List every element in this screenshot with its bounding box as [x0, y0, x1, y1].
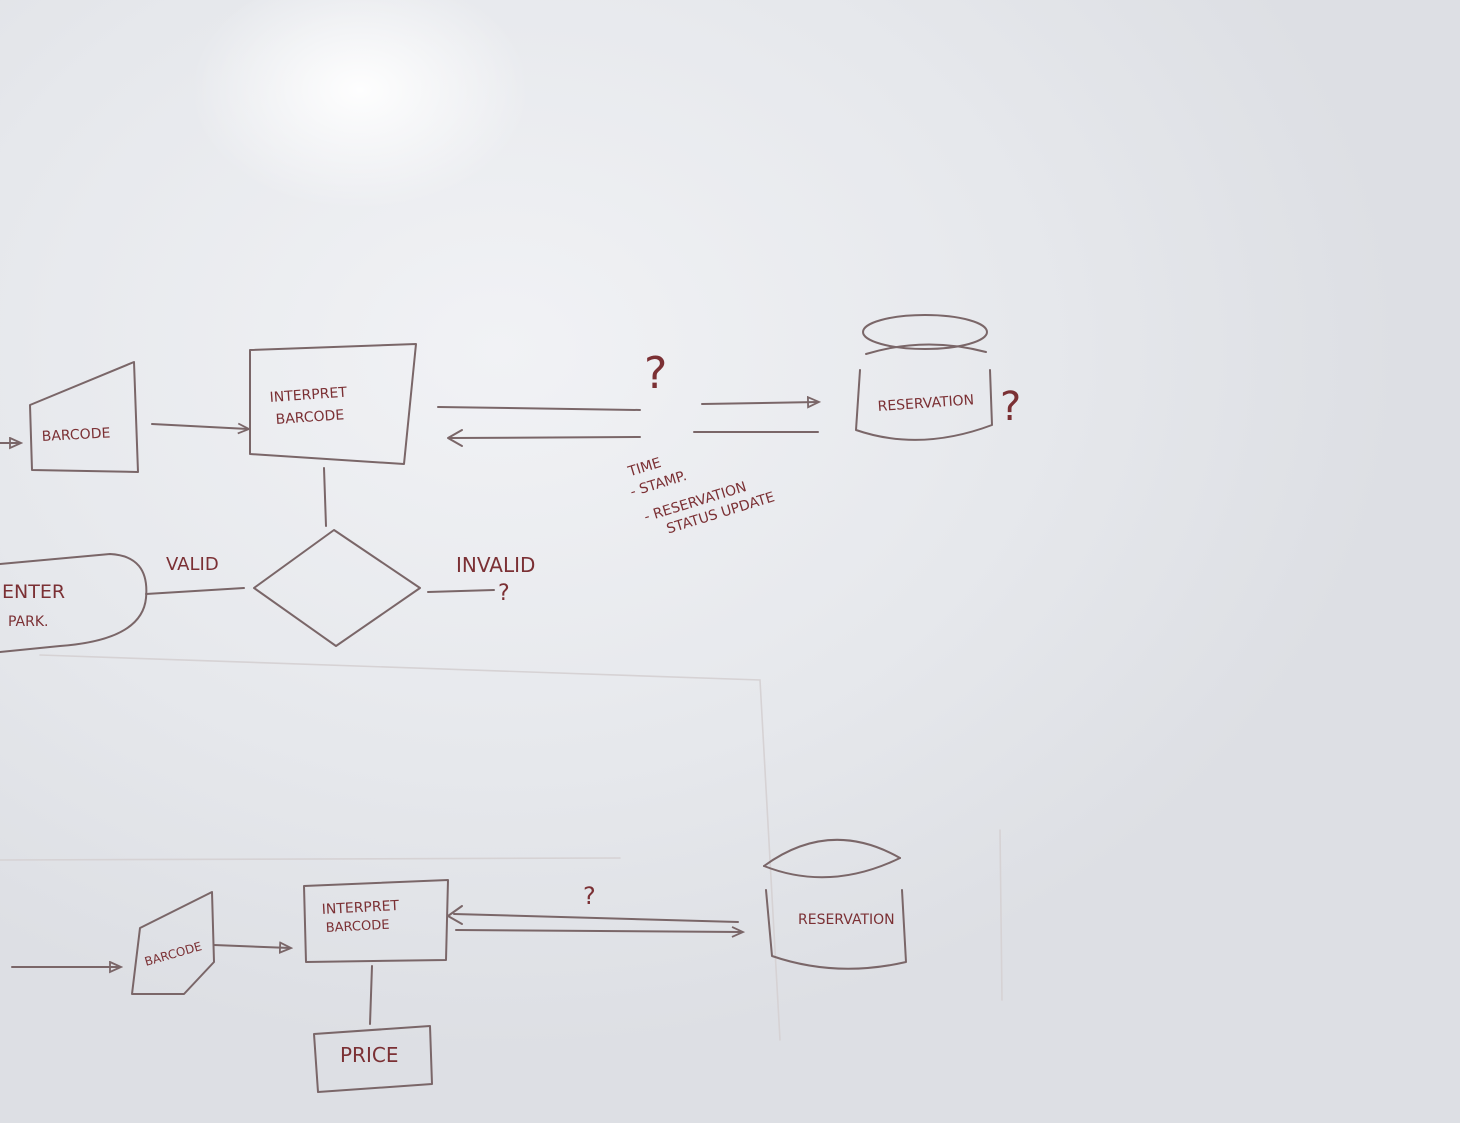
arrow-barcode-to-interpret-bottom [213, 945, 290, 948]
erased-marks [0, 654, 1003, 1041]
decision-diamond [253, 529, 421, 647]
enter-label-line1: ENTER [2, 581, 65, 603]
reservation-database-bottom [763, 838, 907, 970]
reservation-database [855, 314, 993, 441]
invalid-line [427, 589, 495, 593]
barcode-label-bottom: BARCODE [143, 939, 203, 969]
arrow-barcode-to-interpret [151, 424, 248, 429]
barcode-label: BARCODE [41, 425, 110, 445]
interpret-label-line1: INTERPRET [269, 385, 348, 406]
reservation-label-bottom: RESERVATION [798, 912, 895, 928]
barcode-shape [29, 361, 139, 473]
line-right-upper [701, 402, 818, 404]
interpret-label-bottom-line1: INTERPRET [321, 898, 399, 918]
db-question-mark: ? [1000, 384, 1021, 430]
arrow-back-head [447, 429, 463, 447]
price-box [313, 1025, 433, 1093]
line-to-db-bottom-upper [453, 913, 739, 923]
enter-park-terminator [0, 553, 148, 653]
bottom-flow: BARCODE INTERPRET BARCODE ? RESERVATION … [11, 838, 907, 1093]
arrow-back-head-bottom [447, 905, 463, 925]
top-flow: BARCODE INTERPRET BARCODE ? RESERVATION … [0, 314, 1021, 653]
price-label: PRICE [340, 1043, 398, 1067]
connector-to-decision [323, 467, 327, 527]
question-mark-bottom: ? [583, 882, 596, 910]
interpret-barcode-box [249, 343, 417, 465]
enter-label-line2: PARK. [8, 614, 48, 630]
valid-line [145, 587, 245, 595]
barcode-shape-bottom [131, 891, 215, 995]
line-to-db-bottom-lower [455, 930, 742, 932]
reservation-label: RESERVATION [877, 392, 975, 415]
question-mark: ? [644, 348, 667, 399]
interpret-label-line2: BARCODE [275, 407, 345, 428]
interpret-barcode-box-bottom [303, 879, 449, 963]
line-to-db-upper [437, 406, 641, 411]
connector-to-price [369, 965, 373, 1025]
valid-label: VALID [166, 554, 219, 575]
invalid-label: INVALID [456, 553, 535, 577]
line-to-db-lower [449, 436, 641, 439]
invalid-question: ? [498, 581, 510, 606]
timestamp-note: TIME - STAMP. - RESERVATION STATUS UPDAT… [625, 455, 776, 537]
interpret-label-bottom-line2: BARCODE [325, 918, 389, 936]
